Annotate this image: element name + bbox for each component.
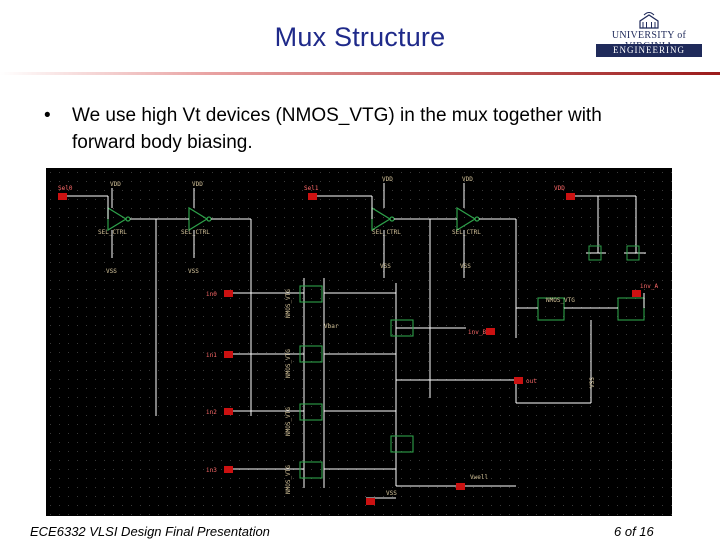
svg-text:VDD: VDD <box>382 176 393 183</box>
title-divider <box>0 72 720 75</box>
bias-resistors <box>588 245 640 261</box>
svg-text:SEL_CTRL: SEL_CTRL <box>452 229 481 236</box>
svg-text:VDD: VDD <box>462 176 473 183</box>
mux-schematic: Sel0 SEL_CTRL SEL_CTRL VDD VDD VSS VSS <box>46 168 672 516</box>
svg-text:Vbar: Vbar <box>324 323 339 330</box>
sel1-pin: Sel1 <box>304 185 319 200</box>
svg-text:in3: in3 <box>206 467 217 474</box>
inv-a-pin: inv_A <box>632 283 658 297</box>
footer-page-number: 6 of 16 <box>614 524 654 539</box>
schematic-screenshot: Sel0 SEL_CTRL SEL_CTRL VDD VDD VSS VSS <box>46 168 672 516</box>
pass-transistors <box>299 285 414 479</box>
svg-text:SEL_CTRL: SEL_CTRL <box>181 229 210 236</box>
svg-text:out: out <box>526 378 537 385</box>
bias-transistor <box>537 297 645 321</box>
svg-text:VSS: VSS <box>106 268 117 275</box>
svg-text:in0: in0 <box>206 291 217 298</box>
svg-text:NMOS_VTG: NMOS_VTG <box>285 407 292 436</box>
svg-text:Vwell: Vwell <box>470 474 488 481</box>
svg-text:NMOS_VTG: NMOS_VTG <box>285 349 292 378</box>
svg-text:NMOS_VTG: NMOS_VTG <box>285 289 292 318</box>
svg-text:SEL_CTRL: SEL_CTRL <box>98 229 127 236</box>
svg-text:Sel0: Sel0 <box>58 185 73 192</box>
slide-title: Mux Structure <box>274 22 446 52</box>
vdd-pin: VDD <box>554 185 575 200</box>
svg-text:VDD: VDD <box>554 185 565 192</box>
svg-text:VDD: VDD <box>110 181 121 188</box>
svg-text:inv_B: inv_B <box>468 329 486 336</box>
svg-text:VSS: VSS <box>188 268 199 275</box>
out-pin: out <box>514 377 537 385</box>
bullet-text: We use high Vt devices (NMOS_VTG) in the… <box>72 105 602 153</box>
svg-text:in1: in1 <box>206 352 217 359</box>
in2-pin: in2 <box>206 408 233 416</box>
logo-engineering-text: ENGINEERING <box>596 44 702 57</box>
svg-text:inv_A: inv_A <box>640 283 658 290</box>
vwell-pin: Vwell <box>456 474 488 490</box>
sel0-pin: Sel0 <box>58 185 73 200</box>
svg-text:SEL_CTRL: SEL_CTRL <box>372 229 401 236</box>
svg-text:VSS: VSS <box>380 263 391 270</box>
university-logo: UNIVERSITY of VIRGINIA ENGINEERING <box>588 12 710 60</box>
vss-pin <box>366 498 375 505</box>
inv-b-pin: inv_B <box>468 328 495 336</box>
svg-text:VSS: VSS <box>589 377 596 388</box>
in3-pin: in3 <box>206 466 233 474</box>
svg-text:VSS: VSS <box>386 490 397 497</box>
svg-text:Sel1: Sel1 <box>304 185 319 192</box>
svg-text:NMOS_VTG: NMOS_VTG <box>285 465 292 494</box>
svg-text:VDD: VDD <box>192 181 203 188</box>
svg-text:VSS: VSS <box>460 263 471 270</box>
footer-course-title: ECE6332 VLSI Design Final Presentation <box>30 524 270 539</box>
svg-text:NMOS_VTG: NMOS_VTG <box>546 297 575 304</box>
svg-text:in2: in2 <box>206 409 217 416</box>
in0-pin: in0 <box>206 290 233 298</box>
rotunda-icon <box>639 12 659 29</box>
in1-pin: in1 <box>206 351 233 359</box>
bullet-dot-icon: • <box>44 105 51 126</box>
